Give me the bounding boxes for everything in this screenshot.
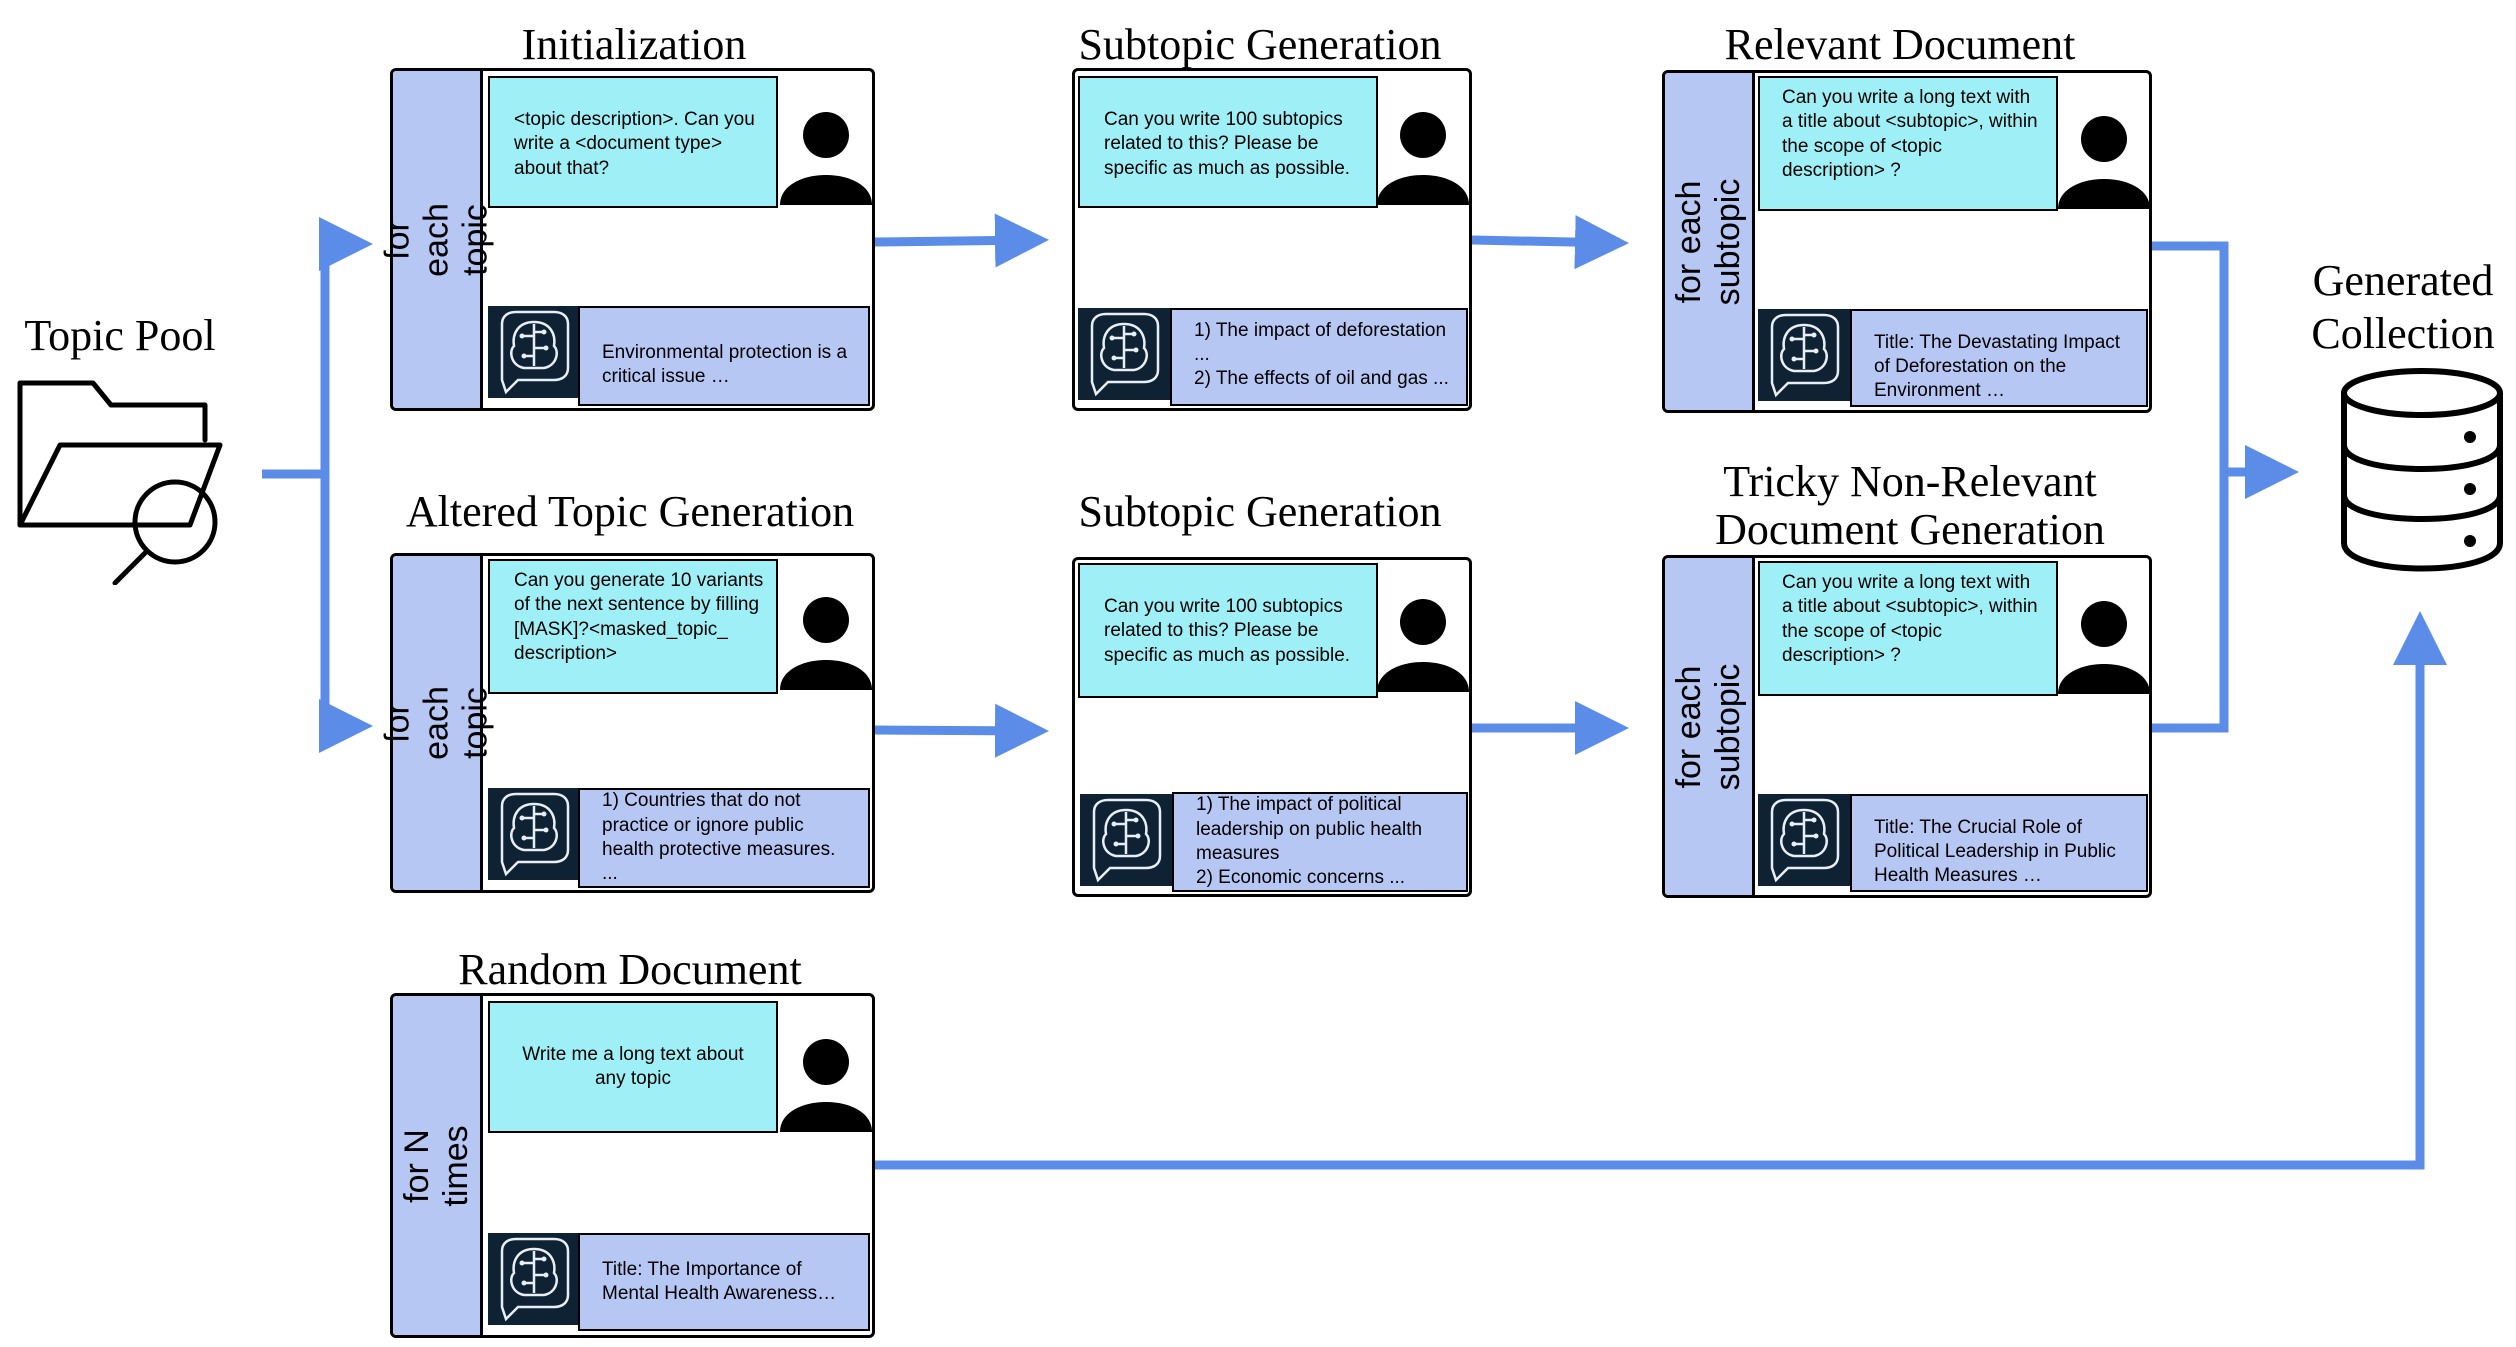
panel-relevant-document: for each subtopic Can you write a long t… xyxy=(1662,70,2152,413)
ai-brain-icon xyxy=(488,788,580,880)
user-prompt: Can you write a long text with a title a… xyxy=(1758,76,2058,211)
title-relevant-document: Relevant Document xyxy=(1724,20,2076,69)
ai-brain-icon xyxy=(1758,794,1850,886)
title-subtopic-generation-2: Subtopic Generation xyxy=(1078,487,1442,536)
panel-random-document: for N times Write me a long text about a… xyxy=(390,993,875,1338)
loop-bar: for each subtopic xyxy=(1665,558,1755,895)
person-icon xyxy=(1377,112,1469,205)
loop-bar: for each topic xyxy=(378,71,494,408)
generated-collection-label: Generated Collection xyxy=(2311,256,2495,358)
arrow-pool-to-altered-topic xyxy=(319,470,373,753)
assistant-response: Environmental protection is a critical i… xyxy=(578,306,870,406)
arrow-subtopic-to-relevant xyxy=(1471,215,1629,270)
folder-search-icon xyxy=(17,380,223,585)
title-subtopic-generation-1: Subtopic Generation xyxy=(1078,20,1442,69)
user-prompt: Can you write a long text with a title a… xyxy=(1758,561,2058,696)
title-tricky-non-relevant: Tricky Non-Relevant Document Generation xyxy=(1715,457,2105,554)
panel-tricky-non-relevant: for each subtopic Can you write a long t… xyxy=(1662,555,2152,898)
ai-brain-icon xyxy=(1758,309,1850,401)
arrow-tricky-merge xyxy=(2152,468,2229,733)
panel-altered-topic-generation: for each topic Can you generate 10 varia… xyxy=(378,553,875,893)
person-icon xyxy=(780,112,872,205)
loop-bar: for N times xyxy=(393,996,483,1335)
user-prompt: Write me a long text about any topic xyxy=(488,1001,778,1133)
loop-label: for each topic xyxy=(377,202,495,277)
assistant-response: 1) The impact of political leadership on… xyxy=(1172,792,1468,892)
title-random-document: Random Document xyxy=(458,945,802,994)
person-icon xyxy=(780,597,872,690)
loop-label: for each topic xyxy=(377,686,495,760)
person-icon xyxy=(1377,599,1469,692)
assistant-response: 1) The impact of deforestation ... 2) Th… xyxy=(1170,308,1468,406)
user-prompt: <topic description>. Can you write a <do… xyxy=(488,76,778,208)
user-prompt: Can you write 100 subtopics related to t… xyxy=(1078,563,1378,698)
user-prompt: Can you generate 10 variants of the next… xyxy=(488,559,778,694)
loop-bar: for each topic xyxy=(378,556,494,890)
arrow-initialization-to-subtopic xyxy=(874,213,1049,268)
panel-subtopic-generation-2: Can you write 100 subtopics related to t… xyxy=(1072,557,1472,897)
title-initialization: Initialization xyxy=(521,20,747,69)
loop-label: for each subtopic xyxy=(1669,178,1747,305)
panel-initialization: for each topic <topic description>. Can … xyxy=(378,68,875,411)
ai-brain-icon xyxy=(1080,794,1172,886)
person-icon xyxy=(780,1039,872,1132)
assistant-response: 1) Countries that do not practice or ign… xyxy=(578,788,870,888)
assistant-response: Title: The Importance of Mental Health A… xyxy=(578,1233,870,1331)
loop-label: for each subtopic xyxy=(1669,663,1747,790)
loop-label: for N times xyxy=(397,1124,475,1207)
arrow-random-to-collection xyxy=(875,611,2447,1170)
person-icon xyxy=(2058,116,2150,209)
ai-brain-icon xyxy=(488,306,580,398)
arrow-pool-to-initialization xyxy=(319,217,373,478)
loop-bar: for each subtopic xyxy=(1665,73,1755,410)
person-icon xyxy=(2058,601,2150,694)
assistant-response: Title: The Devastating Impact of Defores… xyxy=(1850,309,2148,407)
database-icon xyxy=(2341,368,2503,572)
topic-pool-label: Topic Pool xyxy=(24,311,216,360)
user-prompt: Can you write 100 subtopics related to t… xyxy=(1078,76,1378,208)
ai-brain-icon xyxy=(1078,308,1170,400)
panel-subtopic-generation-1: Can you write 100 subtopics related to t… xyxy=(1072,68,1472,411)
assistant-response: Title: The Crucial Role of Political Lea… xyxy=(1850,794,2148,892)
ai-brain-icon xyxy=(488,1233,580,1325)
arrow-relevant-merge xyxy=(2152,241,2229,476)
arrow-altered-to-subtopic xyxy=(874,703,1049,758)
title-altered-topic-generation: Altered Topic Generation xyxy=(405,487,855,536)
